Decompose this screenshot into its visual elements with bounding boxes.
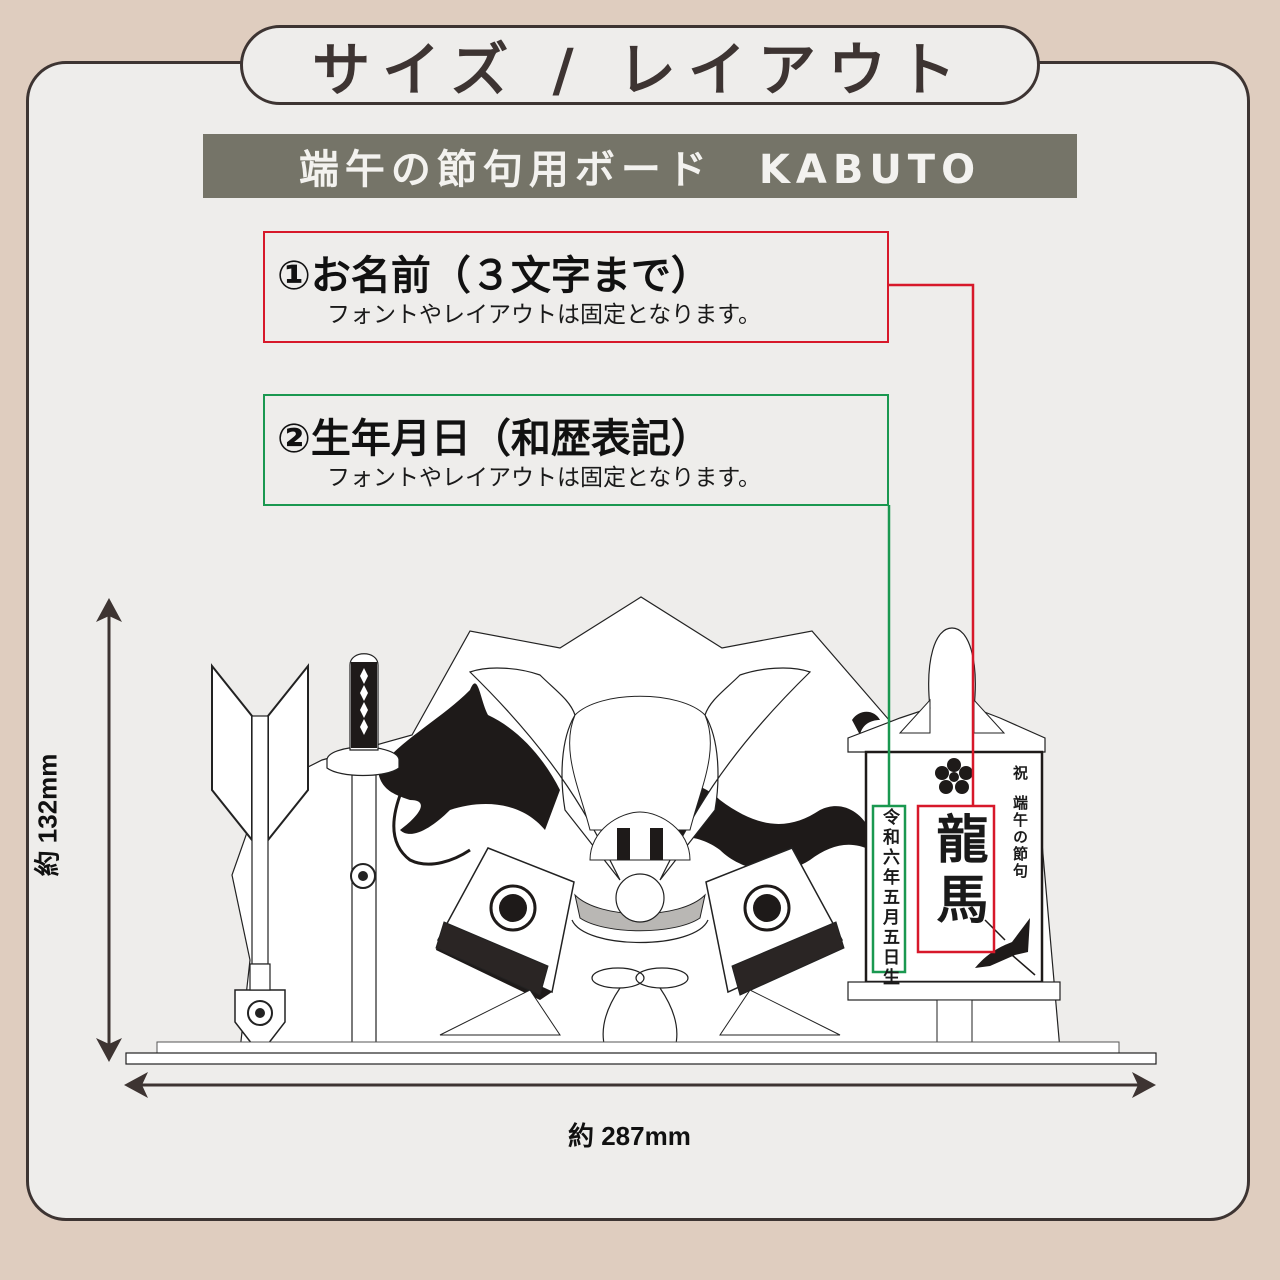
- subtitle-bar: 端午の節句用ボード KABUTO: [203, 134, 1077, 198]
- helmet-neck-guard-left: [439, 989, 561, 1036]
- helmet-crest: [569, 695, 711, 831]
- width-dimension-arrow: [124, 1072, 1156, 1098]
- base-board-bottom: [125, 1052, 1157, 1065]
- helmet-horn-left: [468, 667, 621, 881]
- plate-name-text: 龍馬: [927, 812, 988, 932]
- page-title: サイズ / レイアウト: [312, 36, 968, 104]
- helmet-horn-right: [659, 667, 812, 881]
- sword-icon: [326, 653, 400, 1046]
- subtitle-text: 端午の節句用ボード KABUTO: [298, 147, 982, 193]
- name-highlight-box: [916, 804, 996, 954]
- height-dimension-arrow: [96, 598, 122, 1062]
- height-dimension-label: 約 132mm: [32, 753, 63, 877]
- header-pill: サイズ / レイアウト: [240, 25, 1040, 105]
- date-option-title: ②生年月日（和歴表記）: [277, 416, 711, 462]
- helmet-bowl: [571, 811, 709, 1049]
- helmet-flap-right: [705, 847, 845, 996]
- kamon-flower-icon: [935, 758, 973, 794]
- arrow-icon: [211, 663, 309, 1045]
- date-option-box: ②生年月日（和歴表記） フォントやレイアウトは固定となります。: [263, 394, 889, 506]
- helmet-flap-left: [435, 847, 575, 1000]
- plate-event-text: 端午の節句: [1011, 795, 1029, 880]
- name-connector-line: [889, 283, 975, 806]
- base-board-top: [156, 1041, 1120, 1054]
- date-option-note: フォントやレイアウトは固定となります。: [327, 465, 762, 491]
- name-option-box: ①お名前（３文字まで） フォントやレイアウトは固定となります。: [263, 231, 889, 343]
- plate-iwai-text: 祝: [1011, 765, 1029, 780]
- plate-birthdate-text: 令和六年五月五日生: [879, 808, 899, 988]
- name-option-title: ①お名前（３文字まで）: [277, 253, 711, 299]
- width-dimension-label: 約 287mm: [568, 1121, 691, 1151]
- name-option-note: フォントやレイアウトは固定となります。: [327, 302, 762, 328]
- helmet-neck-guard-right: [719, 989, 841, 1036]
